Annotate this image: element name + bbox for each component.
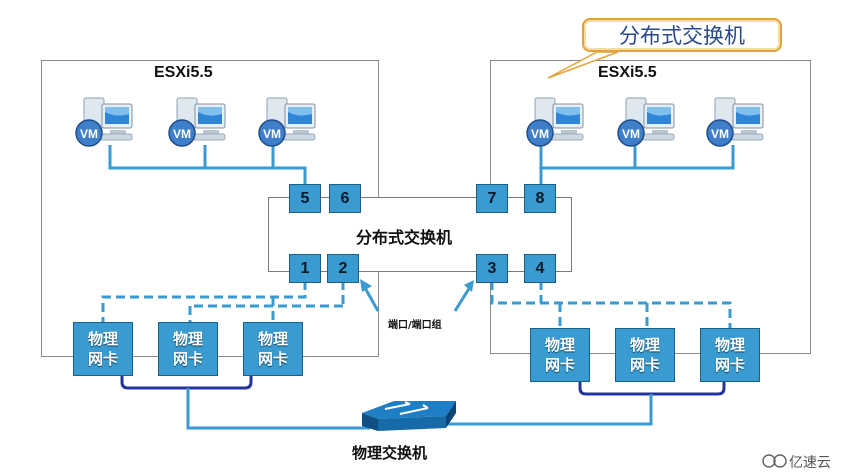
port-group-label: 端口/端口组 — [388, 320, 442, 331]
nic-label-line1: 物理 — [172, 330, 203, 348]
host-title-left: ESXi5.5 — [154, 64, 213, 81]
host-title-right: ESXi5.5 — [598, 64, 657, 81]
physical-nic-left-2[interactable]: 物理 网卡 — [158, 322, 218, 376]
port-1[interactable]: 1 — [289, 254, 321, 283]
physical-nic-right-2[interactable]: 物理 网卡 — [615, 328, 675, 382]
port-6[interactable]: 6 — [329, 184, 361, 213]
port-5[interactable]: 5 — [289, 184, 321, 213]
nic-label-line1: 物理 — [87, 330, 118, 348]
nic-label-line1: 物理 — [714, 336, 745, 354]
vm-computer-icon: VM — [168, 97, 226, 147]
port-7[interactable]: 7 — [476, 184, 508, 213]
physical-nic-left-1[interactable]: 物理 网卡 — [73, 322, 133, 376]
vm-label: VM — [80, 127, 98, 141]
cloud-logo-icon — [762, 454, 787, 468]
vm-computer-icon: VM — [526, 97, 584, 147]
port-4[interactable]: 4 — [524, 254, 556, 283]
nic-label-line1: 物理 — [629, 336, 660, 354]
physical-nic-left-3[interactable]: 物理 网卡 — [243, 322, 303, 376]
vm-computer-icon: VM — [617, 97, 675, 147]
distributed-switch-label: 分布式交换机 — [356, 228, 453, 247]
vm-link-right — [539, 145, 735, 184]
uplink-left — [101, 281, 307, 322]
physical-nic-right-1[interactable]: 物理 网卡 — [530, 328, 590, 382]
nic-label-line1: 物理 — [257, 330, 288, 348]
nic-team-left — [120, 376, 253, 390]
nic-label-line2: 网卡 — [629, 356, 660, 374]
vm-link-left — [108, 145, 307, 184]
callout-box: 分布式交换机 — [582, 18, 782, 52]
link-switch-right — [446, 394, 653, 426]
vm-label: VM — [531, 127, 549, 141]
vm-computer-icon: VM — [706, 97, 764, 147]
vm-label: VM — [622, 127, 640, 141]
uplink-right — [490, 281, 732, 328]
port-8[interactable]: 8 — [524, 184, 556, 213]
nic-team-right — [578, 382, 726, 396]
nic-label-line1: 物理 — [544, 336, 575, 354]
callout-text: 分布式交换机 — [619, 24, 745, 48]
physical-nic-right-3[interactable]: 物理 网卡 — [700, 328, 760, 382]
vm-computer-icon: VM — [258, 97, 316, 147]
vm-computer-icon: VM — [75, 97, 133, 147]
network-switch-icon — [362, 401, 456, 431]
physical-switch-label: 物理交换机 — [352, 444, 428, 462]
link-switch-left — [186, 388, 370, 430]
nic-label-line2: 网卡 — [714, 356, 745, 374]
vm-label: VM — [263, 127, 281, 141]
vm-label: VM — [173, 127, 191, 141]
port-2[interactable]: 2 — [327, 254, 359, 283]
nic-label-line2: 网卡 — [257, 350, 288, 368]
callout-pointer — [547, 51, 619, 79]
watermark-text: 亿速云 — [789, 455, 831, 471]
nic-label-line2: 网卡 — [87, 350, 118, 368]
vm-label: VM — [711, 127, 729, 141]
port-3[interactable]: 3 — [476, 254, 508, 283]
nic-label-line2: 网卡 — [544, 356, 575, 374]
nic-label-line2: 网卡 — [172, 350, 203, 368]
arrow-icon — [360, 279, 474, 312]
